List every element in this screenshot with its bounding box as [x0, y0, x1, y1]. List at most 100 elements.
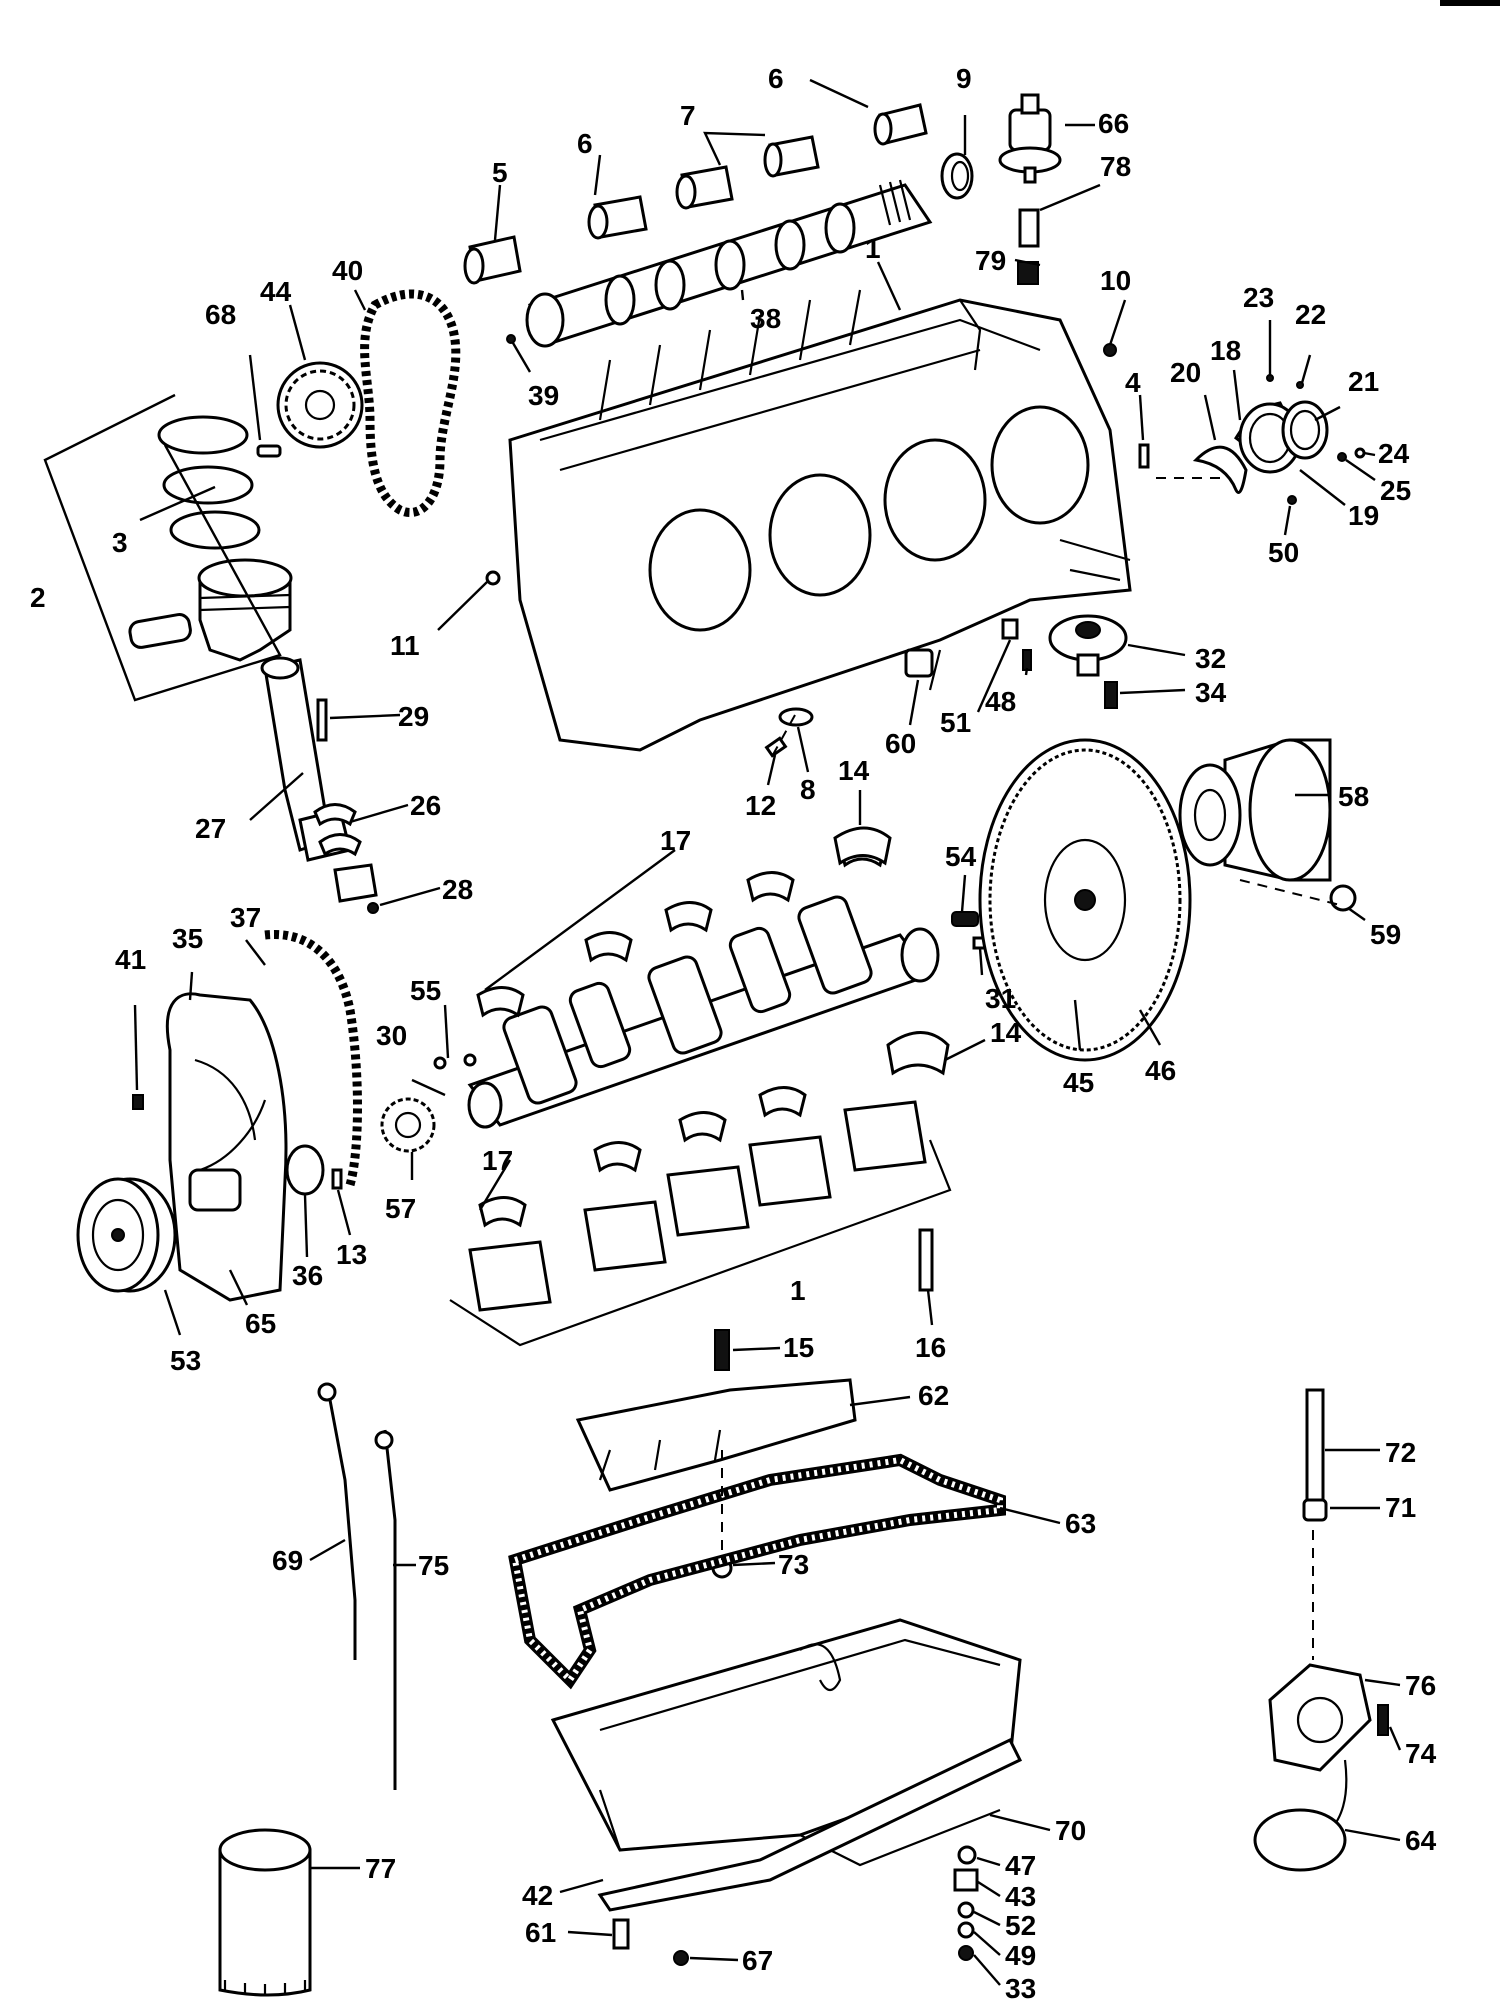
callout-40: 40 [332, 255, 363, 286]
bolt-48 [1022, 649, 1032, 671]
drive-coupler [1178, 738, 1332, 882]
bolt-12 [764, 736, 788, 758]
sender-adapter-79 [1017, 261, 1039, 285]
piston-pin [128, 613, 192, 649]
callout-25: 25 [1380, 475, 1411, 506]
callout-59: 59 [1370, 919, 1401, 950]
callout-78: 78 [1100, 151, 1131, 182]
callout-66: 66 [1098, 108, 1129, 139]
washer-47 [957, 1845, 977, 1865]
front-seal-36 [285, 1144, 325, 1196]
oil-pump [1268, 1663, 1372, 1772]
pan-rail-42 [597, 1738, 1023, 1912]
callout-5: 5 [492, 157, 508, 188]
rod-bolt-29 [316, 698, 328, 742]
callout-48: 48 [985, 686, 1016, 717]
piston [197, 558, 293, 662]
bolt-25 [1337, 452, 1347, 462]
callout-21: 21 [1348, 366, 1379, 397]
cam-dowel-39 [506, 334, 516, 344]
callout-69: 69 [272, 1545, 303, 1576]
cover-bolt-41 [132, 1094, 144, 1110]
bolt-23 [1266, 374, 1274, 382]
block-plug-10 [1103, 343, 1117, 357]
bolt-50 [1287, 495, 1297, 505]
callout-64: 64 [1405, 1825, 1437, 1856]
oil-pickup [1253, 1759, 1348, 1872]
drain-fitting-43 [953, 1868, 979, 1892]
callout-41: 41 [115, 944, 146, 975]
callout-51: 51 [940, 707, 971, 738]
callout-1a: 1 [865, 233, 881, 264]
callout-16: 16 [915, 1332, 946, 1363]
harmonic-balancer [76, 1177, 177, 1293]
callout-9: 9 [956, 63, 972, 94]
stud-15 [714, 1329, 730, 1371]
pump-bolt-74 [1377, 1704, 1389, 1736]
callout-44: 44 [260, 276, 292, 307]
callout-31: 31 [985, 983, 1016, 1014]
block-dowel-4 [1138, 443, 1150, 469]
washer-49 [957, 1921, 975, 1939]
callout-10: 10 [1100, 265, 1131, 296]
callout-75: 75 [418, 1550, 449, 1581]
shaft-sleeve-71 [1302, 1498, 1328, 1522]
callout-54: 54 [945, 841, 977, 872]
callout-20: 20 [1170, 357, 1201, 388]
bolt-34 [1104, 681, 1118, 709]
callout-42: 42 [522, 1880, 553, 1911]
callout-29: 29 [398, 701, 429, 732]
dowel-55-a [433, 1056, 447, 1070]
callout-34: 34 [1195, 677, 1227, 708]
callout-43: 43 [1005, 1881, 1036, 1912]
callout-24: 24 [1378, 438, 1410, 469]
callout-47: 47 [1005, 1850, 1036, 1881]
callout-53: 53 [170, 1345, 201, 1376]
coupler-nut-59 [1329, 884, 1357, 912]
callout-57: 57 [385, 1193, 416, 1224]
main-caps [468, 1100, 927, 1312]
sprocket-bolt-68 [256, 444, 282, 458]
callout-3: 3 [112, 527, 128, 558]
callout-46: 46 [1145, 1055, 1176, 1086]
rod-nut-28 [367, 902, 379, 914]
callout-11: 11 [390, 630, 420, 661]
callout-27: 27 [195, 813, 226, 844]
callout-58: 58 [1338, 781, 1369, 812]
callout-14b: 14 [990, 1017, 1022, 1048]
rod-cap [333, 863, 378, 903]
callout-23: 23 [1243, 282, 1274, 313]
camshaft [525, 179, 933, 348]
callout-37: 37 [230, 902, 261, 933]
callout-72: 72 [1385, 1437, 1416, 1468]
callout-68: 68 [205, 299, 236, 330]
callout-19: 19 [1348, 500, 1379, 531]
callout-17a: 17 [660, 825, 691, 856]
corner-bar [1440, 0, 1500, 6]
dowel-55-b [463, 1053, 477, 1067]
callout-52: 52 [1005, 1910, 1036, 1941]
cam-plug-9 [940, 152, 974, 200]
plug-33 [958, 1945, 974, 1961]
main-cap-bolt-16 [918, 1228, 934, 1292]
alignment-lines [721, 477, 1341, 1660]
callout-6b: 6 [577, 128, 593, 159]
thrust-bearing-14b [886, 1031, 950, 1076]
callout-71: 71 [1385, 1492, 1416, 1523]
callout-2: 2 [30, 582, 46, 613]
drain-plug-60 [904, 648, 934, 678]
cam-sprocket [276, 361, 364, 449]
callout-7: 7 [680, 100, 696, 131]
oil-filter [218, 1828, 312, 1997]
callout-35: 35 [172, 923, 203, 954]
callout-70: 70 [1055, 1815, 1086, 1846]
callout-50: 50 [1268, 537, 1299, 568]
bolt-22 [1296, 381, 1304, 389]
callout-13: 13 [336, 1239, 367, 1270]
callout-1b: 1 [790, 1275, 806, 1306]
bolt-61 [612, 1918, 630, 1950]
callout-76: 76 [1405, 1670, 1436, 1701]
timing-cover-gasket [264, 929, 362, 1187]
flywheel [978, 738, 1192, 1062]
